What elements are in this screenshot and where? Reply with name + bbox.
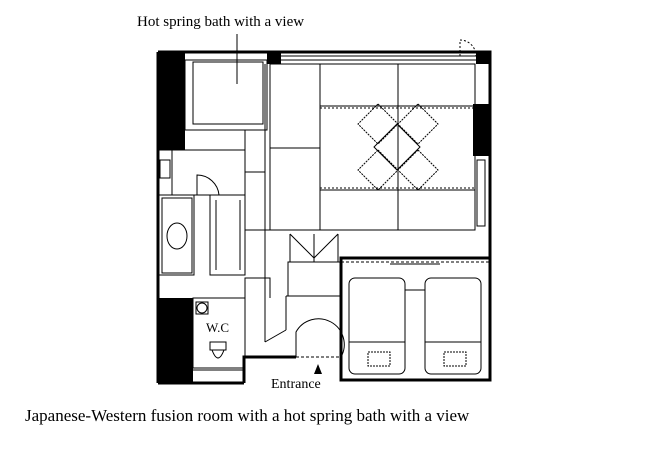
toilet-bowl [211, 349, 225, 359]
closet [287, 233, 342, 297]
entry-hall [245, 229, 475, 358]
shelf [159, 159, 171, 179]
entrance-arrow-icon [314, 364, 322, 374]
bedroom [339, 256, 492, 382]
bath-label: Hot spring bath with a view [137, 14, 305, 30]
washroom-door [196, 174, 220, 196]
window-swing [459, 39, 477, 57]
sink [166, 222, 188, 250]
pillow-left [367, 351, 391, 367]
toilet-tank [209, 341, 227, 351]
wc-label: W.C [206, 320, 229, 335]
floor-plan-caption: Japanese-Western fusion room with a hot … [25, 406, 470, 425]
bath-area [184, 34, 268, 131]
wc-room [192, 277, 271, 371]
tatami-room [269, 63, 486, 231]
low-table [357, 103, 439, 191]
wall-blocks [157, 52, 491, 383]
pillow-right [443, 351, 467, 367]
entry-door [295, 318, 345, 358]
bed-right [424, 277, 482, 375]
corridor [185, 64, 267, 230]
window-top [281, 39, 477, 61]
bed-left [348, 277, 406, 375]
entrance-label: Entrance [271, 377, 321, 392]
washroom [157, 149, 246, 276]
